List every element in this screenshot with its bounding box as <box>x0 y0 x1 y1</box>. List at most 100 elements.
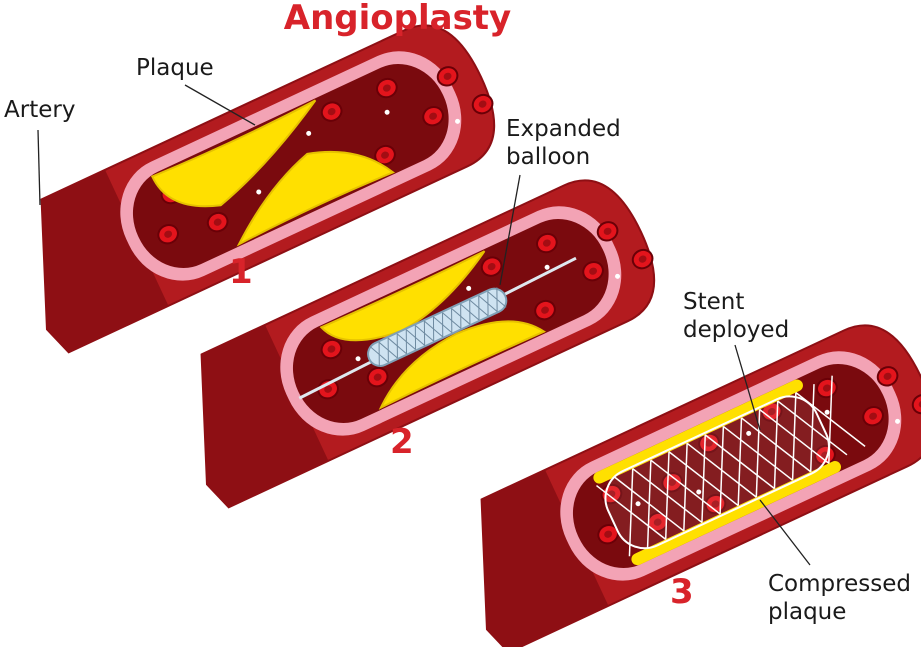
label-expanded-balloon: Expanded balloon <box>506 115 621 171</box>
artery-segment-1 <box>40 24 496 354</box>
step-number-3: 3 <box>670 572 694 612</box>
stent-mesh-line <box>628 468 634 557</box>
balloon-mesh-line <box>460 304 462 329</box>
balloon-mesh-line <box>469 300 471 325</box>
stent-mesh-line <box>809 384 815 472</box>
blood-cell-center <box>429 112 437 120</box>
balloon-mesh-line <box>496 287 498 312</box>
balloon-mesh-line <box>378 342 380 367</box>
blood-cell-center <box>767 408 776 416</box>
platelet <box>544 264 550 270</box>
blood-cell-center <box>604 530 613 538</box>
label-artery: Artery <box>4 97 76 123</box>
leader-artery <box>37 129 41 206</box>
stent-mesh-line <box>828 375 833 464</box>
platelet <box>455 118 461 124</box>
platelet <box>306 130 312 136</box>
leader-compressed <box>759 499 811 566</box>
blood-cell-center <box>668 478 677 486</box>
balloon-mesh-line <box>387 338 389 363</box>
blood-cell-center <box>638 255 647 263</box>
stent-mesh-line <box>773 401 779 489</box>
platelet <box>824 409 830 415</box>
blood-cell-center <box>324 385 333 393</box>
balloon-mesh-line <box>396 333 398 359</box>
blood-cell-center <box>164 230 173 238</box>
leader-stent <box>734 344 761 431</box>
platelet <box>355 356 361 362</box>
compressed-plaque-top <box>593 379 803 484</box>
plaque-bottom <box>378 320 547 410</box>
step-number-2: 2 <box>390 422 414 462</box>
stent-mesh-line <box>683 443 688 531</box>
step-number-1: 1 <box>229 252 253 292</box>
label-stent-deployed: Stent deployed <box>683 288 789 344</box>
label-plaque: Plaque <box>136 55 214 81</box>
blood-cell-center <box>487 263 496 271</box>
blood-cell-center <box>541 306 549 314</box>
balloon-mesh-line <box>405 329 407 354</box>
blood-cell-center <box>822 384 831 392</box>
blood-cell-center <box>711 500 720 508</box>
balloon-mesh-line <box>487 291 489 316</box>
blood-cell-center <box>327 108 336 116</box>
balloon-mesh-line <box>442 312 444 337</box>
platelet <box>696 489 702 495</box>
blood-cell-center <box>478 100 487 108</box>
leader-plaque <box>184 84 256 126</box>
blood-cell-center <box>603 227 612 235</box>
label-stent-deployed-line2: deployed <box>683 317 790 343</box>
balloon-mesh-line <box>423 321 426 346</box>
blood-cell-center <box>381 151 389 159</box>
label-compressed-plaque-line2: plaque <box>768 599 847 625</box>
stent-mesh-line <box>737 417 743 506</box>
platelet <box>384 109 390 115</box>
platelet <box>635 501 641 507</box>
label-stent-deployed-line1: Stent <box>683 289 745 315</box>
stent-mesh-line <box>791 392 797 481</box>
platelet <box>746 430 752 436</box>
label-compressed-plaque: Compressed plaque <box>768 570 911 626</box>
blood-cell-center <box>705 439 713 447</box>
platelet <box>895 418 901 424</box>
artery-outer-shell <box>481 469 609 647</box>
blood-cell-center <box>542 239 551 247</box>
label-expanded-balloon-line1: Expanded <box>506 116 621 142</box>
plaque-top <box>319 250 486 342</box>
blood-cell-center <box>589 267 597 275</box>
artery-segment-3 <box>480 324 921 647</box>
label-compressed-plaque-line1: Compressed <box>768 571 911 597</box>
artery-segment-2 <box>200 179 656 509</box>
platelet <box>615 273 621 279</box>
balloon-mesh-line <box>478 295 480 320</box>
blood-cell-center <box>382 84 391 92</box>
stent-mesh-line <box>646 460 652 548</box>
blood-cell-center <box>327 345 336 353</box>
blood-cell-center <box>443 72 452 80</box>
blood-cell-center <box>653 518 662 526</box>
balloon-mesh-line <box>414 325 417 350</box>
stent-body <box>604 395 830 550</box>
compressed-plaque-bottom <box>631 461 841 566</box>
stent-mesh-line <box>755 409 761 498</box>
plaque-top <box>150 99 317 208</box>
stent-mesh-line <box>719 426 725 515</box>
balloon-mesh-line <box>451 308 453 333</box>
blood-cell-center <box>213 218 222 226</box>
blood-cell-center <box>869 412 877 420</box>
blood-cell-center <box>883 372 892 380</box>
blood-cell <box>911 393 921 415</box>
diagram-title: Angioplasty <box>283 0 512 38</box>
platelet <box>466 285 472 291</box>
balloon-mesh-line <box>432 316 435 342</box>
plaque-bottom <box>236 150 396 247</box>
leader-balloon <box>499 174 521 286</box>
artery-outer-shell <box>201 324 329 508</box>
expanded-balloon <box>367 287 508 367</box>
artery-outer-shell <box>41 169 169 353</box>
stent-mesh-line <box>664 451 670 540</box>
platelet <box>256 189 262 195</box>
stent-mesh-line <box>701 434 706 523</box>
